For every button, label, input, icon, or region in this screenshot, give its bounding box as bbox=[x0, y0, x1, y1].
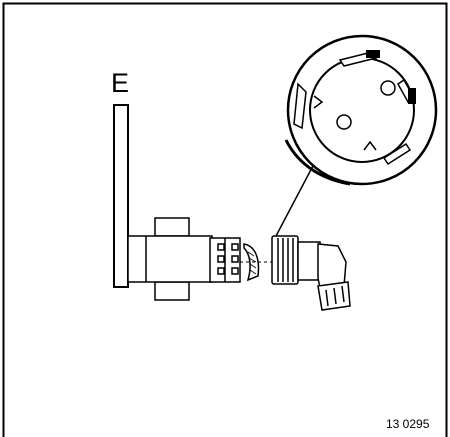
mounting-bracket bbox=[113, 104, 129, 288]
plug-connector bbox=[271, 235, 351, 311]
index-notch-left bbox=[313, 95, 324, 109]
part-letter-label: E bbox=[111, 68, 129, 98]
rim-tab-bottom bbox=[382, 142, 412, 166]
rim-tab-left bbox=[293, 82, 307, 130]
sensor-body bbox=[127, 217, 241, 301]
pin-hole-lower bbox=[336, 114, 352, 130]
latch-hatching bbox=[247, 251, 257, 275]
figure-reference-number: 13 0295 bbox=[386, 417, 430, 431]
pin-hole-upper bbox=[380, 80, 396, 96]
ring-shadow-arc bbox=[284, 139, 351, 186]
key-marker-top bbox=[366, 50, 380, 58]
enlarged-socket-view bbox=[284, 34, 438, 186]
index-notch-bottom bbox=[363, 140, 377, 151]
socket-latch bbox=[243, 243, 260, 282]
detail-leader-line bbox=[275, 161, 316, 237]
key-marker-right bbox=[408, 88, 416, 104]
